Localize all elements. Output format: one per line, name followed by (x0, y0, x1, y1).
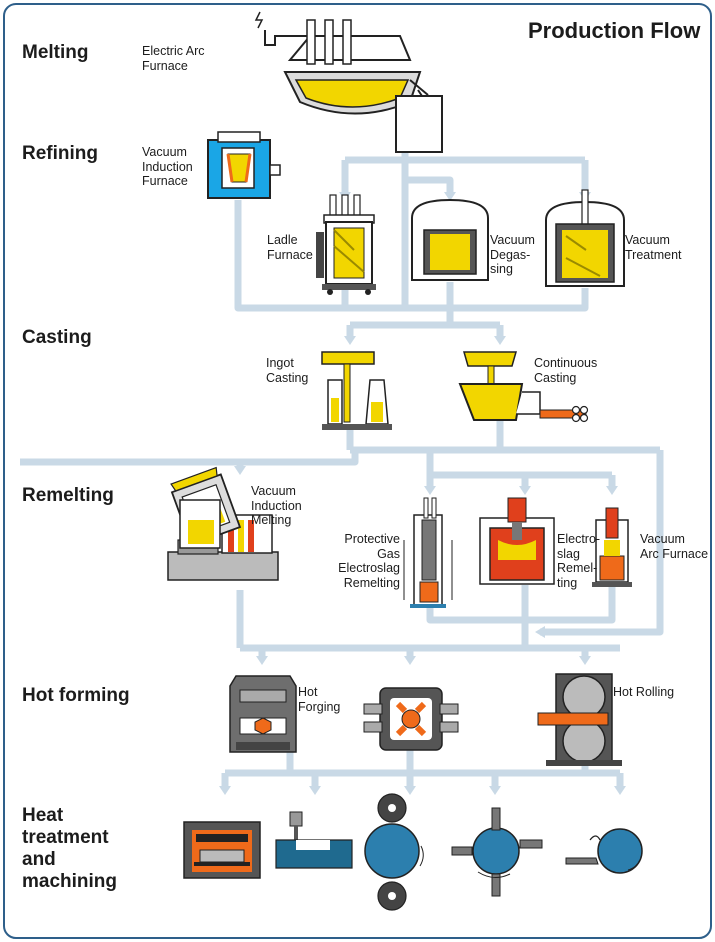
hot-rolling-mill-icon (537, 673, 622, 766)
stage-hot-forming: Hot forming (22, 685, 130, 706)
heat-treatment-furnace-icon (183, 821, 261, 879)
continuous-casting-icon (458, 351, 589, 423)
label-hot-rolling: Hot Rolling (613, 685, 675, 699)
stage-melting: Melting (22, 42, 89, 63)
protective-gas-electroslag-icon (403, 497, 453, 608)
stage-heat-treatment: Heat treatment and machining (22, 805, 118, 892)
turning-lathe-icon (451, 807, 543, 897)
vacuum-induction-furnace-icon (207, 131, 281, 199)
stage-refining: Refining (22, 143, 98, 164)
vacuum-induction-melting-icon (167, 466, 279, 581)
ladle-furnace-icon (316, 194, 376, 295)
label-electric-arc-furnace: Electric Arc Furnace (142, 44, 205, 73)
vacuum-arc-furnace-icon (592, 507, 632, 587)
label-electroslag-remelting: Electro- slag Remel- ting (557, 532, 601, 590)
vacuum-degassing-icon (411, 198, 489, 281)
roll-grinding-icon (364, 793, 424, 911)
label-hot-forging: Hot Forging (298, 685, 341, 714)
label-ingot-casting: Ingot Casting (266, 356, 309, 385)
label-vacuum-induction-melting: Vacuum Induction Melting (251, 484, 302, 527)
label-vacuum-induction-furnace: Vacuum Induction Furnace (142, 145, 193, 188)
label-ladle-furnace: Ladle Furnace (267, 233, 313, 262)
label-protective-gas-electroslag: Protective Gas Electroslag Remelting (338, 532, 400, 590)
electroslag-remelting-icon (479, 497, 555, 585)
stage-remelting: Remelting (22, 485, 114, 506)
cutting-tool-icon (565, 828, 643, 874)
label-vacuum-degassing: Vacuum Degas- sing (490, 233, 535, 276)
label-vacuum-arc-furnace: Vacuum Arc Furnace (640, 532, 709, 561)
label-continuous-casting: Continuous Casting (534, 356, 598, 385)
page-title: Production Flow (528, 18, 701, 43)
ingot-casting-icon (321, 351, 392, 430)
vacuum-treatment-icon (545, 189, 625, 287)
hot-forging-press-icon (229, 675, 297, 753)
electric-arc-furnace-icon (254, 11, 443, 153)
label-vacuum-treatment: Vacuum Treatment (625, 233, 682, 262)
outer-frame (3, 3, 712, 939)
stage-casting: Casting (22, 327, 92, 348)
radial-forging-icon (363, 687, 459, 751)
machining-mill-icon (275, 811, 353, 869)
